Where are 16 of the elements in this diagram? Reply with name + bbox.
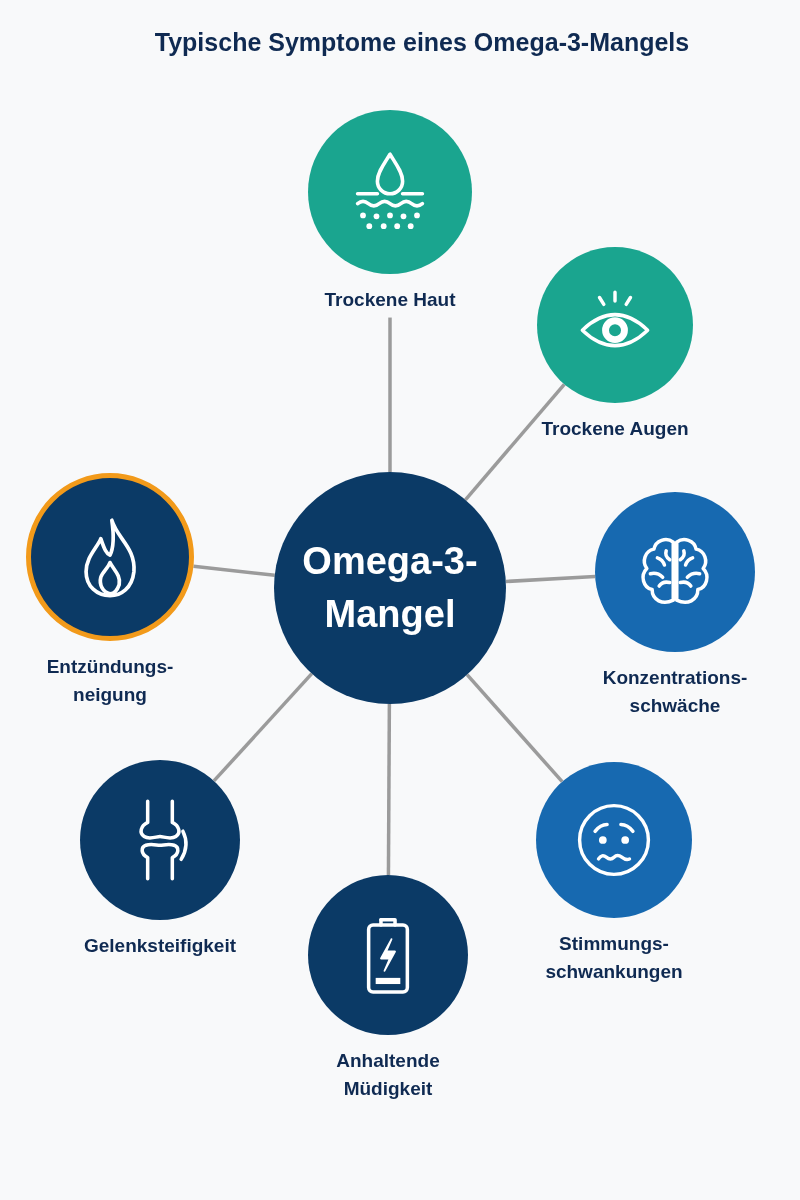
center-label: Omega-3-Mangel (301, 538, 479, 637)
connector-line (505, 574, 596, 584)
connector-line (212, 672, 314, 783)
symptom-label: Trockene Augen (541, 417, 689, 441)
symptom-label: Anhaltende Müdigkeit (335, 1049, 441, 1101)
connector-line (386, 704, 392, 875)
diagram-title: Typische Symptome eines Omega-3-Mangels (153, 28, 691, 57)
symptom-label: Konzentrations- schwäche (601, 666, 749, 718)
symptom-label: Trockene Haut (324, 288, 456, 312)
connector-line (465, 673, 564, 783)
connector-line (193, 564, 275, 577)
symptom-label: Gelenksteifigkeit (83, 934, 237, 958)
symptom-label: Entzündungs- neigung (45, 655, 175, 707)
symptom-label: Stimmungs- schwankungen (544, 932, 684, 984)
connector-line (464, 383, 566, 501)
connector-line (388, 317, 392, 472)
